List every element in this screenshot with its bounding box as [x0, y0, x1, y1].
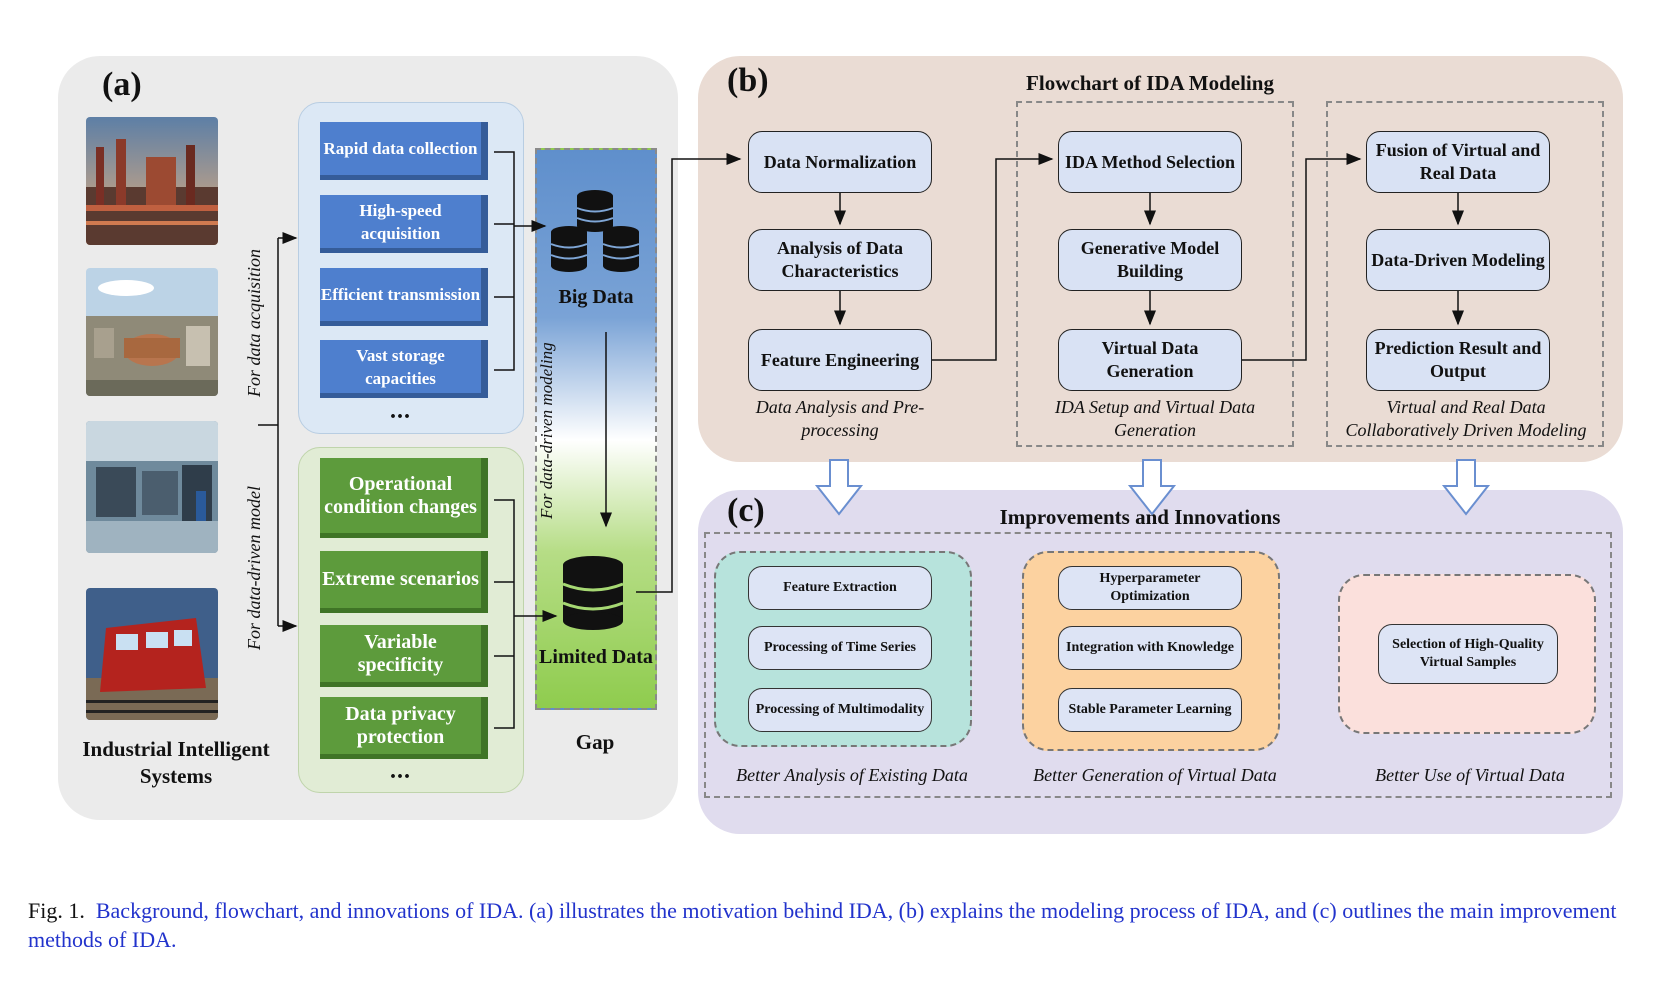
- green-more-dots: ...: [390, 758, 411, 784]
- factory-aerial-photo: [86, 268, 218, 396]
- col1-caption: Data Analysis and Pre-processing: [755, 397, 925, 440]
- big-data-label: Big Data: [558, 286, 634, 308]
- knowledge-box: Integration with Knowledge: [1058, 626, 1242, 670]
- fusion-box: Fusion of Virtual and Real Data: [1366, 131, 1550, 193]
- vast-storage-box: Vast storage capacities: [320, 340, 488, 398]
- group3-caption: Better Use of Virtual Data: [1375, 765, 1565, 785]
- railway-train-photo: [86, 588, 218, 720]
- data-characteristics-box: Analysis of Data Characteristics: [748, 229, 932, 291]
- virtual-data-generation-box: Virtual Data Generation: [1058, 329, 1242, 391]
- collaborative-modeling-group: [1326, 101, 1604, 447]
- industrial-plant-photo: [86, 117, 218, 245]
- data-privacy-box: Data privacy protection: [320, 697, 488, 759]
- panel-b-label: (b): [727, 62, 769, 99]
- gap-label: Gap: [575, 730, 615, 754]
- operational-condition-box: Operational condition changes: [320, 458, 488, 538]
- col2-caption: IDA Setup and Virtual Data Generation: [1054, 397, 1256, 440]
- data-normalization-box: Data Normalization: [748, 131, 932, 193]
- variable-specificity-box: Variable specificity: [320, 625, 488, 687]
- time-series-box: Processing of Time Series: [748, 626, 932, 670]
- efficient-transmission-box: Efficient transmission: [320, 268, 488, 326]
- limited-data-icon: [560, 556, 626, 632]
- panel-b-title: Flowchart of IDA Modeling: [1026, 71, 1274, 95]
- extreme-scenarios-box: Extreme scenarios: [320, 551, 488, 613]
- big-data-icon: [545, 188, 645, 284]
- hyperparameter-box: Hyperparameter Optimization: [1058, 566, 1242, 610]
- feature-extraction-box: Feature Extraction: [748, 566, 932, 610]
- figure-caption-text: Background, flowchart, and innovations o…: [28, 898, 1617, 952]
- blue-more-dots: ...: [390, 398, 411, 424]
- figure-caption: Fig. 1. Background, flowchart, and innov…: [28, 896, 1656, 954]
- multimodality-box: Processing of Multimodality: [748, 688, 932, 732]
- high-speed-acquisition-box: High-speed acquisition: [320, 195, 488, 253]
- ida-method-selection-box: IDA Method Selection: [1058, 131, 1242, 193]
- high-quality-samples-box: Selection of High-Quality Virtual Sample…: [1378, 624, 1558, 684]
- panel-a-label: (a): [102, 66, 142, 103]
- panel-c-label: (c): [727, 492, 765, 529]
- group2-caption: Better Generation of Virtual Data: [1033, 765, 1277, 785]
- ida-setup-group: [1016, 101, 1294, 447]
- group1-caption: Better Analysis of Existing Data: [736, 765, 968, 785]
- feature-engineering-box: Feature Engineering: [748, 329, 932, 391]
- rapid-data-collection-box: Rapid data collection: [320, 122, 488, 180]
- figure-caption-prefix: Fig. 1.: [28, 898, 85, 923]
- systems-label: Industrial Intelligent Systems: [82, 737, 270, 788]
- stable-parameter-box: Stable Parameter Learning: [1058, 688, 1242, 732]
- limited-data-label: Limited Data: [539, 646, 653, 668]
- prediction-result-box: Prediction Result and Output: [1366, 329, 1550, 391]
- innovations-group: [704, 532, 1612, 798]
- col3-caption: Virtual and Real Data Collaboratively Dr…: [1345, 397, 1587, 440]
- data-driven-modeling-box: Data-Driven Modeling: [1366, 229, 1550, 291]
- production-line-photo: [86, 421, 218, 553]
- panel-c-title: Improvements and Innovations: [999, 505, 1281, 529]
- generative-model-box: Generative Model Building: [1058, 229, 1242, 291]
